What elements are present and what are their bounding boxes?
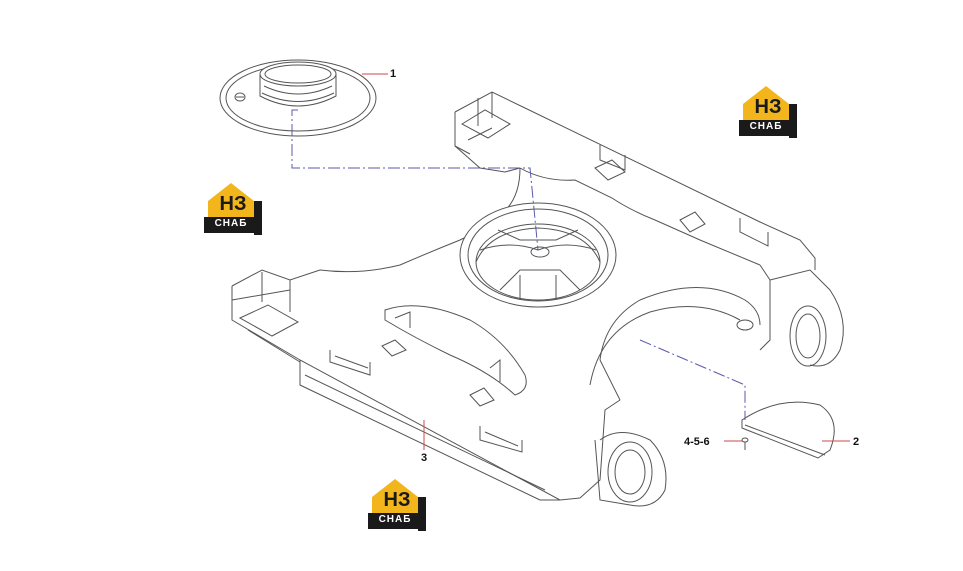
callout-1: 1 — [390, 68, 397, 80]
part-1-cover-plate — [219, 59, 377, 137]
logo-text: СНАБ — [214, 218, 248, 229]
callout-leaders — [362, 73, 850, 450]
callout-4-5-6: 4-5-6 — [684, 436, 710, 448]
centerlines — [291, 109, 746, 420]
logo-mark: НЗ — [219, 193, 247, 215]
logo-text: СНАБ — [749, 121, 783, 132]
logo-top-right: НЗ СНАБ — [735, 82, 797, 138]
logo-mark: НЗ — [383, 489, 411, 511]
part-2-small-cover — [741, 401, 835, 459]
callout-2: 2 — [853, 436, 860, 448]
logo-left: НЗ СНАБ — [200, 179, 262, 235]
logo-mark: НЗ — [754, 96, 782, 118]
logo-graphics — [204, 86, 797, 531]
callout-3: 3 — [421, 452, 428, 464]
logo-text: СНАБ — [378, 514, 412, 525]
logo-bottom: НЗ СНАБ — [364, 475, 426, 531]
part-3-lower-frame — [231, 91, 844, 507]
